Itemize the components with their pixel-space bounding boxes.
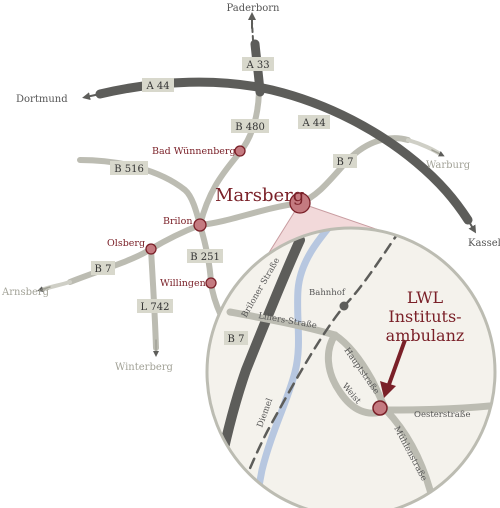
- road-l742: [148, 246, 159, 351]
- label-b7-inset-text: B 7: [228, 334, 245, 345]
- label-oesterstrasse: Oesterstraße: [414, 410, 471, 420]
- marker-bad-wuennenberg: [234, 145, 246, 157]
- clinic-title-line3: ambulanz: [386, 326, 465, 345]
- road-lillers-strasse: [226, 308, 339, 339]
- town-markers: [145, 145, 311, 289]
- label-b7-west-text: B 7: [95, 264, 112, 275]
- label-l742: L 742: [137, 299, 173, 313]
- city-warburg: Warburg: [426, 160, 471, 171]
- arrow-arnsberg: [37, 286, 51, 293]
- river-diemel: [251, 228, 339, 508]
- label-l742-text: L 742: [141, 302, 170, 313]
- clinic-title-line1: LWL: [407, 288, 444, 307]
- city-paderborn: Paderborn: [227, 3, 281, 14]
- arrow-warburg: [431, 149, 445, 157]
- label-b516-text: B 516: [114, 164, 144, 175]
- arrow-dortmund: [82, 92, 101, 101]
- label-a44-east-text: A 44: [301, 118, 325, 129]
- label-b7-east-text: B 7: [337, 157, 354, 168]
- pointer-arrowhead: [380, 381, 396, 398]
- highway-a44: [95, 77, 473, 225]
- road-labels: A 33 A 44 A 44 B 480 B 516 B 7 B 251 B: [91, 57, 357, 345]
- label-a44-east: A 44: [298, 115, 330, 129]
- label-b251-text: B 251: [190, 252, 220, 263]
- city-winterberg: Winterberg: [115, 362, 174, 373]
- label-a44-west: A 44: [142, 78, 174, 92]
- label-a33: A 33: [242, 57, 274, 71]
- inset-border: [205, 226, 497, 508]
- marker-willingen: [205, 277, 217, 289]
- label-a33-text: A 33: [245, 60, 269, 71]
- road-weist: [324, 331, 390, 417]
- city-kassel: Kassel: [468, 238, 500, 249]
- clinic-title-line2: Instituts-: [388, 307, 461, 326]
- town-bad-wuennenberg: Bad Wünnenberg: [152, 146, 236, 157]
- marker-brilon: [193, 218, 207, 232]
- label-b7-west: B 7: [91, 261, 115, 275]
- label-b480: B 480: [231, 119, 269, 133]
- label-b480-text: B 480: [235, 122, 265, 133]
- label-a44-west-text: A 44: [145, 81, 169, 92]
- bahnhof-marker: [339, 301, 349, 311]
- city-dortmund: Dortmund: [16, 94, 68, 105]
- marker-marsberg: [289, 192, 311, 214]
- label-bahnhof: Bahnhof: [309, 288, 346, 298]
- road-b7-east: [197, 135, 411, 228]
- arrow-kassel: [467, 219, 477, 234]
- pointer-arrow: [385, 339, 407, 391]
- road-oesterstrasse: [382, 401, 495, 414]
- marker-olsberg: [145, 243, 157, 255]
- railway: [233, 228, 402, 507]
- label-b516: B 516: [110, 161, 148, 175]
- label-b251: B 251: [187, 249, 223, 263]
- city-arnsberg: Arnsberg: [1, 287, 50, 298]
- clinic-marker: [372, 400, 388, 416]
- road-muehlenstrasse: [382, 406, 442, 508]
- town-olsberg: Olsberg: [107, 238, 145, 249]
- town-willingen: Willingen: [160, 278, 206, 289]
- label-b7-inset: B 7: [224, 331, 248, 345]
- town-brilon: Brilon: [163, 216, 192, 227]
- town-marsberg: Marsberg: [215, 185, 304, 206]
- label-b7-east: B 7: [333, 154, 357, 168]
- road-brilon-olsberg: [148, 222, 203, 252]
